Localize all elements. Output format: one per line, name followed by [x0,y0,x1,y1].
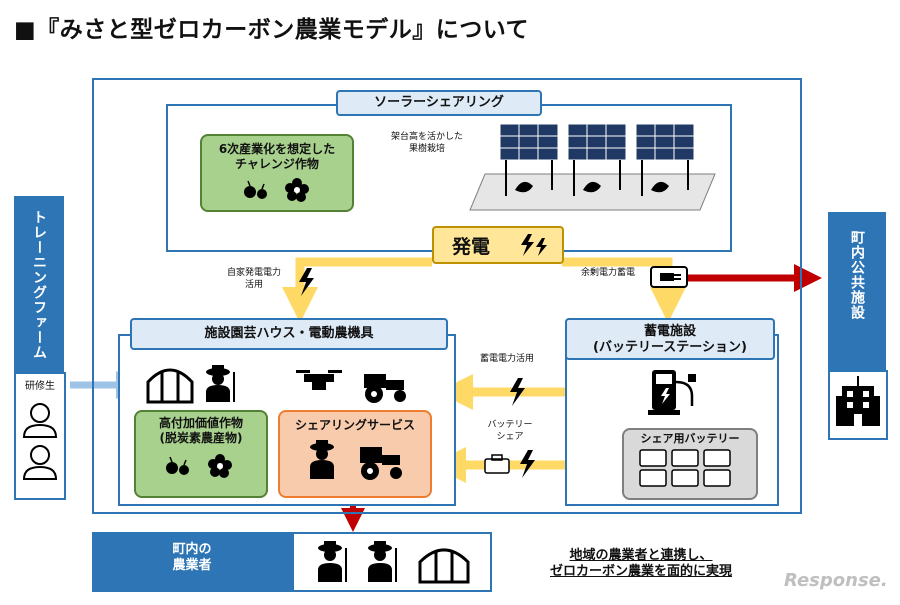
solar-panel-illustration [469,123,716,211]
model-frame [92,78,802,514]
high-value-crops-label: 高付加価値作物 (脱炭素農産物) [158,416,243,445]
self-use-label: 自家発電電力 活用 [226,268,281,290]
shared-battery-box: シェア用バッテリー [622,428,758,500]
watermark: Response. [784,570,888,591]
arrow-power-to-battery [562,257,686,323]
greenhouse-header: 施設園芸ハウス・電動農機具 [130,318,448,350]
challenge-crops-label: 6次産業化を想定した チャレンジ作物 [218,142,336,171]
portable-battery-icon [484,454,510,474]
shared-battery-label: シェア用バッテリー [640,432,740,445]
power-generation-label: 発電 [452,236,491,258]
tractor-icon [360,447,402,480]
solar-sharing-header: ソーラーシェアリング [336,90,542,116]
public-facility-banner: 町内公共施設 [828,212,886,370]
trainee-label: 研修生 [25,381,55,392]
battery-station-header: 蓄電施設 (バッテリーステーション) [565,318,775,360]
storage-use-label: 蓄電電力活用 [479,354,534,364]
training-farm-banner: トレーニングファーム [14,196,64,372]
building-icon [836,376,880,426]
orchard-note: 架台高を活かした 果樹栽培 [390,132,463,154]
cooperation-message: 地域の農業者と連携し、 ゼロカーボン農業を面的に実現 [549,548,732,580]
drone-icon [296,370,342,390]
surplus-storage-label: 余剰電力蓄電 [580,268,635,278]
crops-icon [166,454,232,478]
sharing-service-icons [310,440,402,480]
local-farmers-label: 町内の 農業者 [172,542,212,574]
greenhouse-icon [146,368,194,404]
farmer-icon [368,541,397,582]
public-facility-box [828,370,888,440]
person-icon [22,445,58,480]
sharing-service-label: シェアリングサービス [294,418,415,432]
local-farmers-banner: 町内の 農業者 [92,532,292,592]
lightning-double-icon [521,234,547,256]
farmer-icon [310,440,334,479]
local-farmers-icons-box [292,532,492,592]
battery-pack-icon [639,449,731,487]
greenhouse-icon [418,548,470,584]
battery-share-label: バッテリー シェア [487,420,533,442]
power-generation-box: 発電 [432,226,564,264]
page-title: ■『みさと型ゼロカーボン農業モデル』について [14,17,530,43]
farmer-icon [206,365,235,402]
solar-panel-icon [499,123,695,161]
person-icon [22,403,58,438]
tree-icon [515,181,669,193]
high-value-crops-box: 高付加価値作物 (脱炭素農産物) [134,410,268,498]
challenge-crops-box: 6次産業化を想定した チャレンジ作物 [200,134,354,212]
farmer-icon [318,541,347,582]
farmers-icons [318,541,470,584]
public-facility-label: 町内公共施設 [849,230,865,320]
plug-icon [650,266,688,288]
crops-icon [244,178,309,202]
greenhouse-tools-icons [146,365,406,404]
tractor-icon [364,374,406,403]
charger-icon [648,370,696,415]
arrow-power-to-house [282,257,432,323]
training-farm-label: トレーニングファーム [31,210,47,360]
trainee-box: 研修生 [14,372,66,500]
trainee-icons [22,403,58,480]
sharing-service-box: シェアリングサービス [278,410,432,498]
